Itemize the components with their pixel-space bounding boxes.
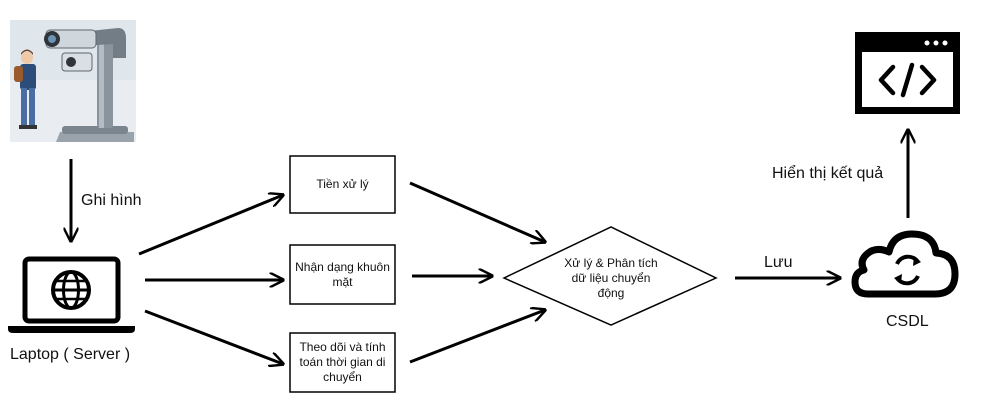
arrow-tracking-to-analysis — [409, 310, 545, 364]
analysis-diamond — [502, 226, 718, 326]
preprocess-box — [289, 155, 396, 214]
tracking-box — [289, 332, 396, 393]
tracking-text: Theo dõi và tính toán thời gian di chuyể… — [299, 340, 386, 384]
laptop-icon — [8, 256, 135, 333]
arrow-laptop-to-tracking — [144, 309, 283, 364]
show-result-label: Hiển thị kết quả — [772, 165, 884, 182]
camera-illustration — [10, 20, 136, 142]
cloud-sync-icon — [851, 230, 959, 298]
face-recognition-box — [289, 244, 396, 305]
arrow-preprocess-to-analysis — [409, 181, 545, 242]
csdl-label: CSDL — [886, 313, 929, 330]
arrow-laptop-to-preprocess — [138, 195, 283, 256]
preprocess-text: Tiền xử lý — [316, 177, 369, 191]
save-label: Lưu — [764, 254, 793, 271]
browser-code-icon — [855, 32, 960, 114]
face-recognition-text: Nhận dạng khuôn mặt — [295, 259, 390, 289]
record-label: Ghi hình — [81, 192, 142, 209]
analysis-text: Xử lý & Phân tích dữ liệu chuyển động — [564, 255, 658, 300]
laptop-label: Laptop ( Server ) — [10, 346, 131, 363]
